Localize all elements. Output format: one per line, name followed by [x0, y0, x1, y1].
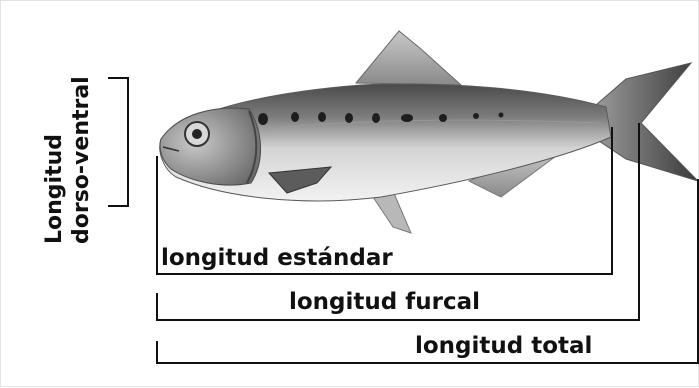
dorso-ventral-label-line1: Longitud: [42, 134, 67, 244]
dorso-ventral-label: Longitud dorso-ventral: [42, 76, 94, 244]
dorso-ventral-bracket: [108, 78, 128, 206]
dorso-ventral-label-line2: dorso-ventral: [69, 76, 94, 244]
standard-length-label: longitud estándar: [161, 245, 393, 271]
dorsal-fin: [356, 31, 461, 85]
fork-length-label: longitud furcal: [289, 289, 480, 315]
total-length-label: longitud total: [415, 333, 592, 359]
fish-illustration: [160, 31, 698, 233]
